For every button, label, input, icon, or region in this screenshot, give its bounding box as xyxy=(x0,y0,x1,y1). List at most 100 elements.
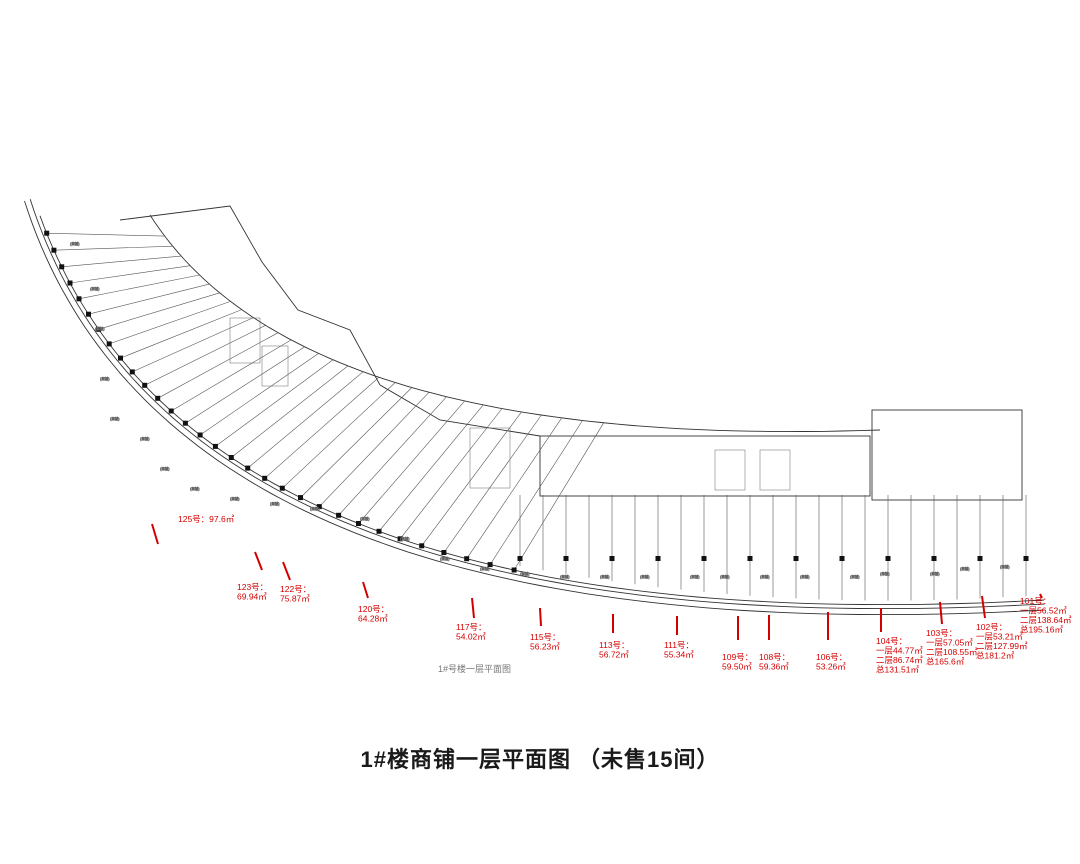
room-note: (商铺) xyxy=(480,566,490,571)
room-note: (商铺) xyxy=(90,286,100,291)
shop-partition xyxy=(53,245,173,251)
unit-label-u125: 125号：97.6㎡ xyxy=(178,514,235,524)
shop-partition xyxy=(338,396,447,516)
column xyxy=(76,296,82,302)
room-note: (商铺) xyxy=(110,416,120,421)
inner-corridor-wall xyxy=(149,214,881,433)
stair-core xyxy=(759,449,791,491)
shop-partition xyxy=(215,359,334,447)
building-walls xyxy=(24,199,1045,616)
unit-label-u111: 55.34㎡ xyxy=(664,650,694,660)
unit-label-u117: 117号： xyxy=(456,622,487,632)
shop-partition xyxy=(300,387,413,498)
shop-partition xyxy=(231,365,349,458)
column xyxy=(228,455,234,460)
room-note: (商铺) xyxy=(800,574,810,579)
room-note: (商铺) xyxy=(960,566,970,571)
shop-partition xyxy=(513,422,604,571)
stair-core xyxy=(714,449,746,491)
room-note: (商铺) xyxy=(600,574,610,579)
room-note: (商铺) xyxy=(690,574,700,579)
column xyxy=(487,562,493,568)
unit-marker-u122 xyxy=(282,561,291,581)
room-note: (商铺) xyxy=(560,574,570,579)
unit-label-u101: 总195.16㎡ xyxy=(1020,625,1063,635)
unit-label-u108: 59.36㎡ xyxy=(759,662,789,672)
unit-label-u101: 二层138.64㎡ xyxy=(1020,615,1072,625)
room-note: (商铺) xyxy=(930,571,940,576)
column xyxy=(245,465,251,471)
unit-label-u122: 75.87㎡ xyxy=(280,594,310,604)
shop-partition xyxy=(46,232,165,237)
shop-partition xyxy=(88,283,210,315)
unit-label-u104: 一层44.77㎡ xyxy=(876,646,923,656)
room-note: (商铺) xyxy=(720,574,730,579)
column xyxy=(155,395,161,401)
unit-marker-u120 xyxy=(362,581,369,599)
column xyxy=(609,556,615,561)
unit-label-u108: 108号： xyxy=(759,652,790,662)
shop-partition xyxy=(358,400,465,524)
column xyxy=(142,382,148,388)
column xyxy=(336,512,342,518)
unit-label-u123: 123号： xyxy=(237,582,268,592)
room-note: (商铺) xyxy=(640,574,650,579)
room-note: (商铺) xyxy=(230,496,240,501)
unit-label-u103: 一层57.05㎡ xyxy=(926,638,973,648)
column xyxy=(397,536,403,542)
room-note: (商铺) xyxy=(400,536,410,541)
column xyxy=(701,556,707,561)
shop-partition xyxy=(282,382,396,489)
unit-marker-u125 xyxy=(151,523,159,545)
unit-label-u102: 二层127.99㎡ xyxy=(976,641,1028,651)
column xyxy=(839,556,845,561)
interior-details: (商铺) (商铺) (商铺) (商铺) (商铺) (商铺) (商铺) (商铺) (商铺) (商铺)… xyxy=(70,241,1010,580)
unit-labels: 125号：97.6㎡123号：69.94㎡122号：75.87㎡120号：64.… xyxy=(178,514,1072,675)
unit-label-u113: 113号： xyxy=(599,640,630,650)
column xyxy=(747,556,753,561)
room-note: (商铺) xyxy=(880,571,890,576)
column xyxy=(129,369,135,375)
unit-label-u104: 二层86.74㎡ xyxy=(876,655,923,665)
room-note: (商铺) xyxy=(100,376,110,381)
unit-label-u115: 115号： xyxy=(530,632,561,642)
room-note: (商铺) xyxy=(270,501,280,506)
room-note: (商铺) xyxy=(520,571,530,576)
shop-partition xyxy=(421,411,522,546)
unit-label-u123: 69.94㎡ xyxy=(237,592,267,602)
stair-core xyxy=(469,427,511,489)
unit-marker-u117 xyxy=(471,597,475,619)
column xyxy=(517,556,523,561)
room-note: (商铺) xyxy=(850,574,860,579)
column xyxy=(419,543,425,549)
room-note: (商铺) xyxy=(1000,564,1010,569)
unit-label-u102: 102号： xyxy=(976,622,1007,632)
unit-label-u103: 103号： xyxy=(926,628,957,638)
column xyxy=(441,550,447,555)
unit-label-u104: 104号： xyxy=(876,636,907,646)
outer-wall-line xyxy=(29,199,1045,610)
shop-partition xyxy=(69,265,191,284)
column xyxy=(168,408,174,414)
unit-label-u115: 56.23㎡ xyxy=(530,642,560,652)
column xyxy=(316,504,322,510)
shop-partition xyxy=(466,417,562,559)
page-title: 1#楼商铺一层平面图 （未售15间） xyxy=(360,747,720,772)
column xyxy=(298,495,303,501)
column xyxy=(793,556,799,561)
shop-partitions xyxy=(46,232,1027,601)
column xyxy=(86,311,91,317)
unit-label-u101: 一层56.52㎡ xyxy=(1020,606,1067,616)
room-note: (商铺) xyxy=(70,241,80,246)
column xyxy=(511,567,517,573)
room-note: (商铺) xyxy=(360,516,370,521)
shop-partition xyxy=(378,404,484,532)
unit-label-u109: 59.50㎡ xyxy=(722,662,752,672)
unit-label-u103: 二层108.55㎡ xyxy=(926,647,978,657)
structural-columns xyxy=(44,230,1029,573)
shop-partition xyxy=(489,420,583,565)
stair-core xyxy=(261,345,289,387)
rear-wall xyxy=(379,384,541,437)
column xyxy=(67,280,73,286)
column xyxy=(44,230,50,236)
